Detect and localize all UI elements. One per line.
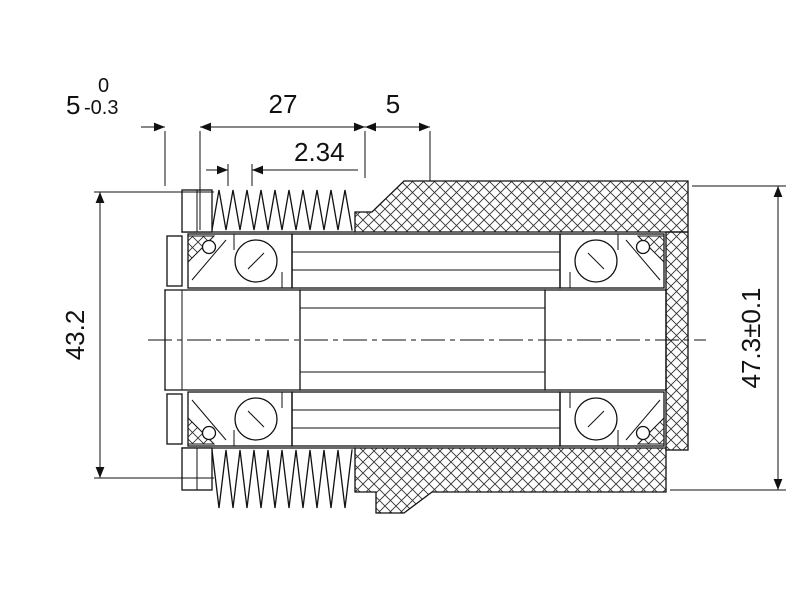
dim-5-tol-lower-label: -0.3: [84, 97, 118, 119]
bearing-top-left: [187, 233, 293, 289]
dim-5-tol-upper-label: 0: [98, 75, 109, 97]
housing-bottom-block: [354, 447, 667, 514]
housing-top-block: [354, 180, 689, 233]
dim-5-value-label: 5: [66, 90, 80, 120]
dimension-lines: [94, 122, 786, 491]
dim-47-3-label: 47.3±0.1: [736, 287, 766, 388]
dimension-labels: 5 0 -0.3 27 5 2.34 43.2 47.3±0.1: [60, 75, 766, 389]
thread-spring-top: [181, 189, 356, 233]
race-sleeves: [291, 233, 561, 447]
dim-27-label: 27: [269, 89, 298, 119]
bearing-bottom-right: [559, 391, 665, 447]
bearing-bottom-left: [187, 391, 293, 447]
dim-43-2-label: 43.2: [60, 310, 90, 361]
seal-washer-top: [166, 235, 183, 287]
dim-5-right-label: 5: [386, 89, 400, 119]
seal-washer-bottom: [166, 393, 183, 445]
bearing-top-right: [559, 233, 665, 289]
thread-spring-bottom: [181, 447, 356, 509]
housing-hatched: [354, 180, 689, 514]
dim-2-34-label: 2.34: [294, 137, 345, 167]
housing-right-wall: [665, 231, 689, 451]
